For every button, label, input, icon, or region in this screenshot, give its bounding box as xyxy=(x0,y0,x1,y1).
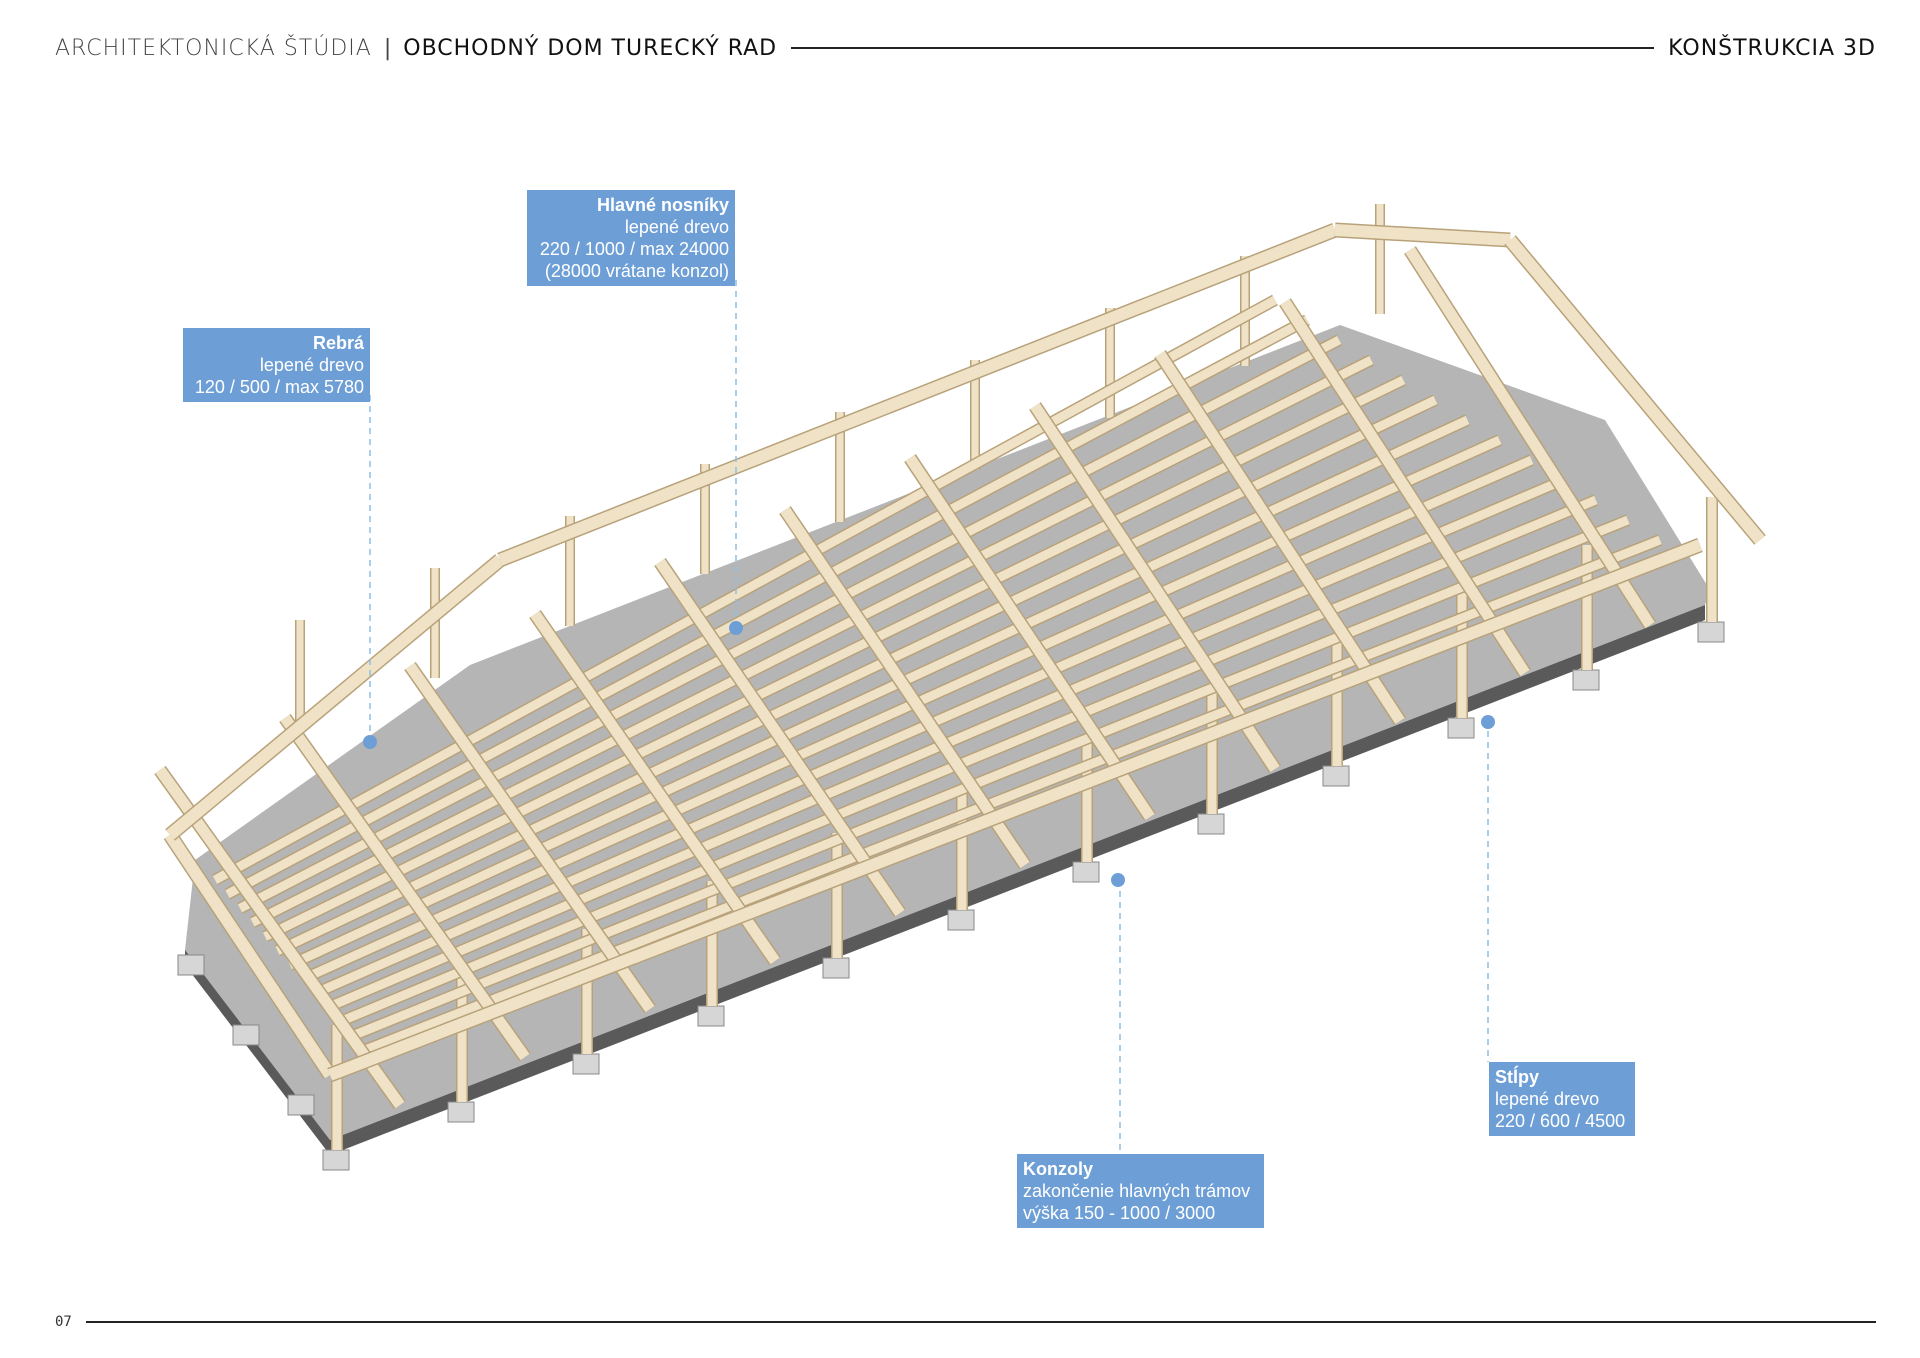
footing xyxy=(322,1149,350,1171)
header-rule xyxy=(791,47,1655,49)
footing xyxy=(287,1094,315,1116)
edge-beam-back-face xyxy=(497,224,1338,566)
rib-face xyxy=(338,495,1598,1026)
rib-face xyxy=(363,535,1662,1055)
slab-top xyxy=(185,325,1710,1140)
page-header: ARCHITEKTONICKÁ ŠTÚDIA | OBCHODNÝ DOM TU… xyxy=(55,30,1876,66)
edge-beam-corner-face xyxy=(1334,224,1511,246)
header-separator: | xyxy=(383,35,392,61)
footing xyxy=(447,1101,475,1123)
edge-beam-front-face xyxy=(327,539,1703,1081)
rib-face xyxy=(212,296,1278,884)
footing xyxy=(1072,861,1100,883)
main-beam-face xyxy=(280,714,530,1061)
footing xyxy=(1322,765,1350,787)
main-beam-face xyxy=(1280,299,1530,676)
label-hlavne-nosniky: Hlavné nosníky lepené drevo 220 / 1000 /… xyxy=(527,190,735,286)
main-beam-face xyxy=(1155,350,1405,725)
edge-beam-left-face xyxy=(165,831,335,1079)
rib-face xyxy=(237,336,1342,913)
leader-dot xyxy=(1111,873,1125,887)
footing xyxy=(1197,813,1225,835)
footing xyxy=(572,1053,600,1075)
page-number: 07 xyxy=(55,1314,72,1330)
footing xyxy=(1447,717,1475,739)
footing xyxy=(1697,621,1725,643)
main-beam-face xyxy=(905,454,1155,821)
edge-beam-back-left-face xyxy=(166,555,504,840)
rib-face xyxy=(263,375,1406,941)
rib-face xyxy=(300,435,1502,984)
main-beam-face xyxy=(155,766,405,1109)
project-title: OBCHODNÝ DOM TURECKÝ RAD xyxy=(403,35,778,61)
rib-face xyxy=(225,316,1310,899)
footing xyxy=(1572,669,1600,691)
label-konzoly: Konzoly zakončenie hlavných trámov výška… xyxy=(1017,1154,1264,1228)
footing xyxy=(822,957,850,979)
rib-face xyxy=(288,415,1470,970)
footing xyxy=(697,1005,725,1027)
rib-face xyxy=(250,355,1374,927)
leader-dot xyxy=(729,621,743,635)
main-beams xyxy=(154,222,1766,1110)
main-beam-face xyxy=(1030,402,1280,773)
floor-slab xyxy=(185,325,1710,1155)
label-leaders xyxy=(363,280,1495,1154)
footing xyxy=(947,909,975,931)
leader-dot xyxy=(1481,715,1495,729)
studio-name: ARCHITEKTONICKÁ ŠTÚDIA xyxy=(55,35,372,61)
leader-dot xyxy=(363,735,377,749)
edge-beam-right-face xyxy=(1505,236,1765,544)
main-beam-face xyxy=(655,558,905,917)
section-title: KONŠTRUKCIA 3D xyxy=(1668,35,1876,61)
rib-face xyxy=(350,515,1630,1041)
main-beam-face xyxy=(530,610,780,965)
main-beam-face xyxy=(1405,247,1655,628)
label-stipy: Stĺpy lepené drevo 220 / 600 / 4500 xyxy=(1489,1062,1635,1136)
footings xyxy=(177,621,1725,1171)
main-beam-face xyxy=(405,662,655,1013)
page-footer: 07 xyxy=(55,1310,1876,1334)
footer-rule xyxy=(85,1321,1876,1323)
footing xyxy=(177,954,205,976)
label-rebra: Rebrá lepené drevo 120 / 500 / max 5780 xyxy=(183,328,370,402)
footing xyxy=(232,1024,260,1046)
main-beam-face xyxy=(780,506,1030,869)
